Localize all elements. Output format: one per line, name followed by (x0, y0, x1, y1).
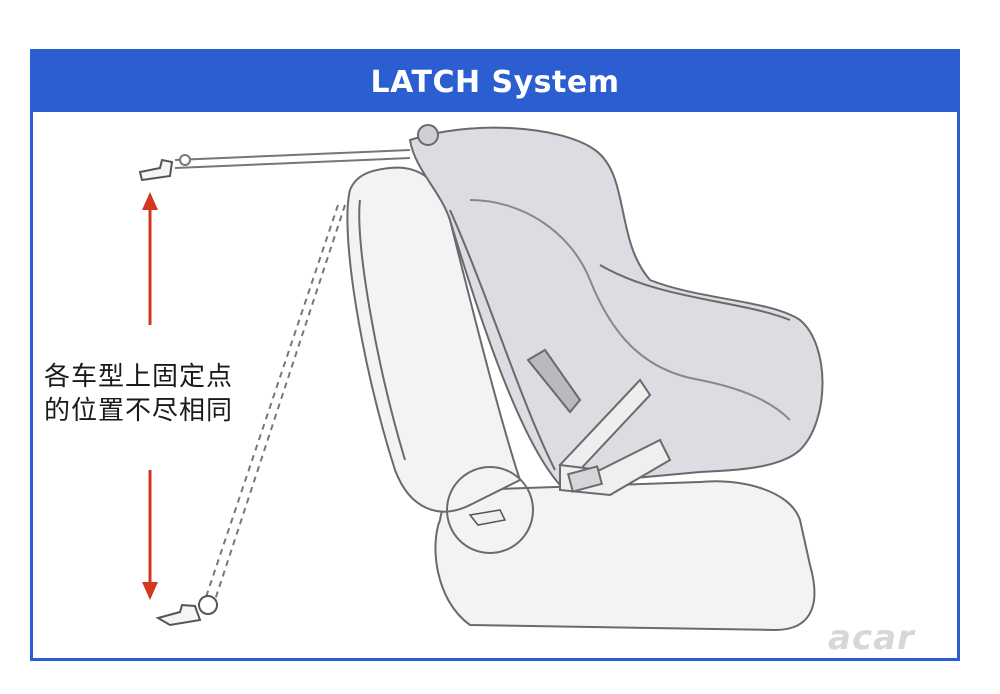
caption-line-1: 各车型上固定点 (44, 362, 234, 392)
up-arrow (142, 192, 158, 325)
top-tether-strap (174, 149, 411, 169)
lower-tether-dashed (204, 204, 346, 601)
vehicle-seat (346, 166, 816, 632)
top-anchor-bracket (138, 158, 174, 182)
lower-anchor-callout (446, 466, 534, 554)
anchor-position-caption: 各车型上固定点 的位置不尽相同 (44, 360, 233, 428)
child-seat (408, 124, 824, 497)
lower-anchor-bracket (155, 595, 218, 627)
title-bar: LATCH System (33, 52, 957, 112)
caption-line-2: 的位置不尽相同 (44, 396, 234, 426)
down-arrow (142, 470, 158, 600)
diagram-title: LATCH System (370, 64, 620, 100)
watermark-logo: acar (828, 618, 915, 658)
